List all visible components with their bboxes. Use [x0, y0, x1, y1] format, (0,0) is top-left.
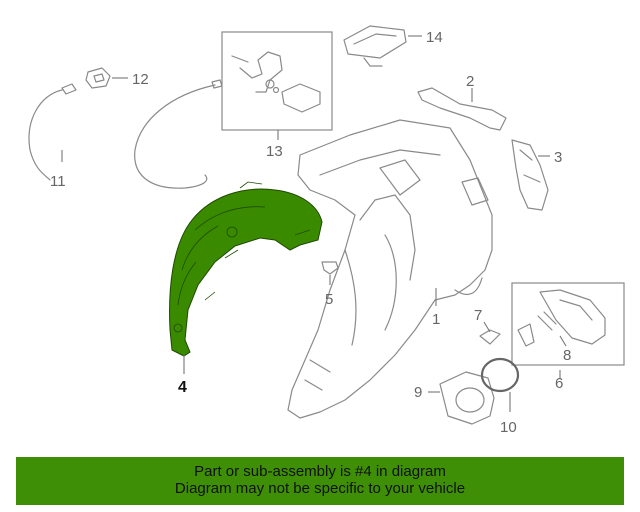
callout-12: 12 — [132, 71, 149, 88]
fuel-housing-part-9 — [428, 371, 495, 425]
leader-8 — [559, 335, 567, 347]
banner-line-1: Part or sub-assembly is #4 in diagram — [194, 463, 446, 480]
diagram-notice-banner: Part or sub-assembly is #4 in diagram Di… — [16, 457, 624, 505]
lock-actuator-box-13 — [221, 31, 333, 131]
part-7-drawing — [479, 321, 501, 345]
callout-5: 5 — [325, 291, 333, 308]
callout-9: 9 — [414, 384, 422, 401]
callout-6: 6 — [555, 375, 563, 392]
seal-ring-part-10 — [480, 357, 520, 412]
part-3-drawing — [511, 139, 550, 211]
fuel-door-box-6 — [511, 282, 625, 378]
callout-10: 10 — [500, 419, 517, 436]
callout-3: 3 — [554, 149, 562, 166]
callout-1: 1 — [432, 311, 440, 328]
part-2-drawing — [417, 87, 507, 131]
part-14-drawing — [343, 25, 422, 67]
callout-4: 4 — [178, 379, 187, 396]
quarter-panel-drawing — [287, 119, 493, 419]
grommet-part-12 — [85, 67, 128, 89]
clip-part-5 — [321, 261, 339, 285]
callout-13: 13 — [266, 143, 283, 160]
banner-line-2: Diagram may not be specific to your vehi… — [174, 480, 466, 497]
parts-diagram: 1 2 3 4 5 6 7 8 9 10 11 12 13 14 — [28, 25, 625, 436]
callout-11: 11 — [50, 173, 66, 190]
fuel-cable-part-11 — [28, 79, 223, 189]
callout-14: 14 — [426, 29, 443, 46]
callout-2: 2 — [466, 73, 474, 90]
callout-8: 8 — [563, 347, 571, 364]
callout-7: 7 — [474, 307, 482, 324]
fender-liner-highlight — [169, 181, 323, 357]
